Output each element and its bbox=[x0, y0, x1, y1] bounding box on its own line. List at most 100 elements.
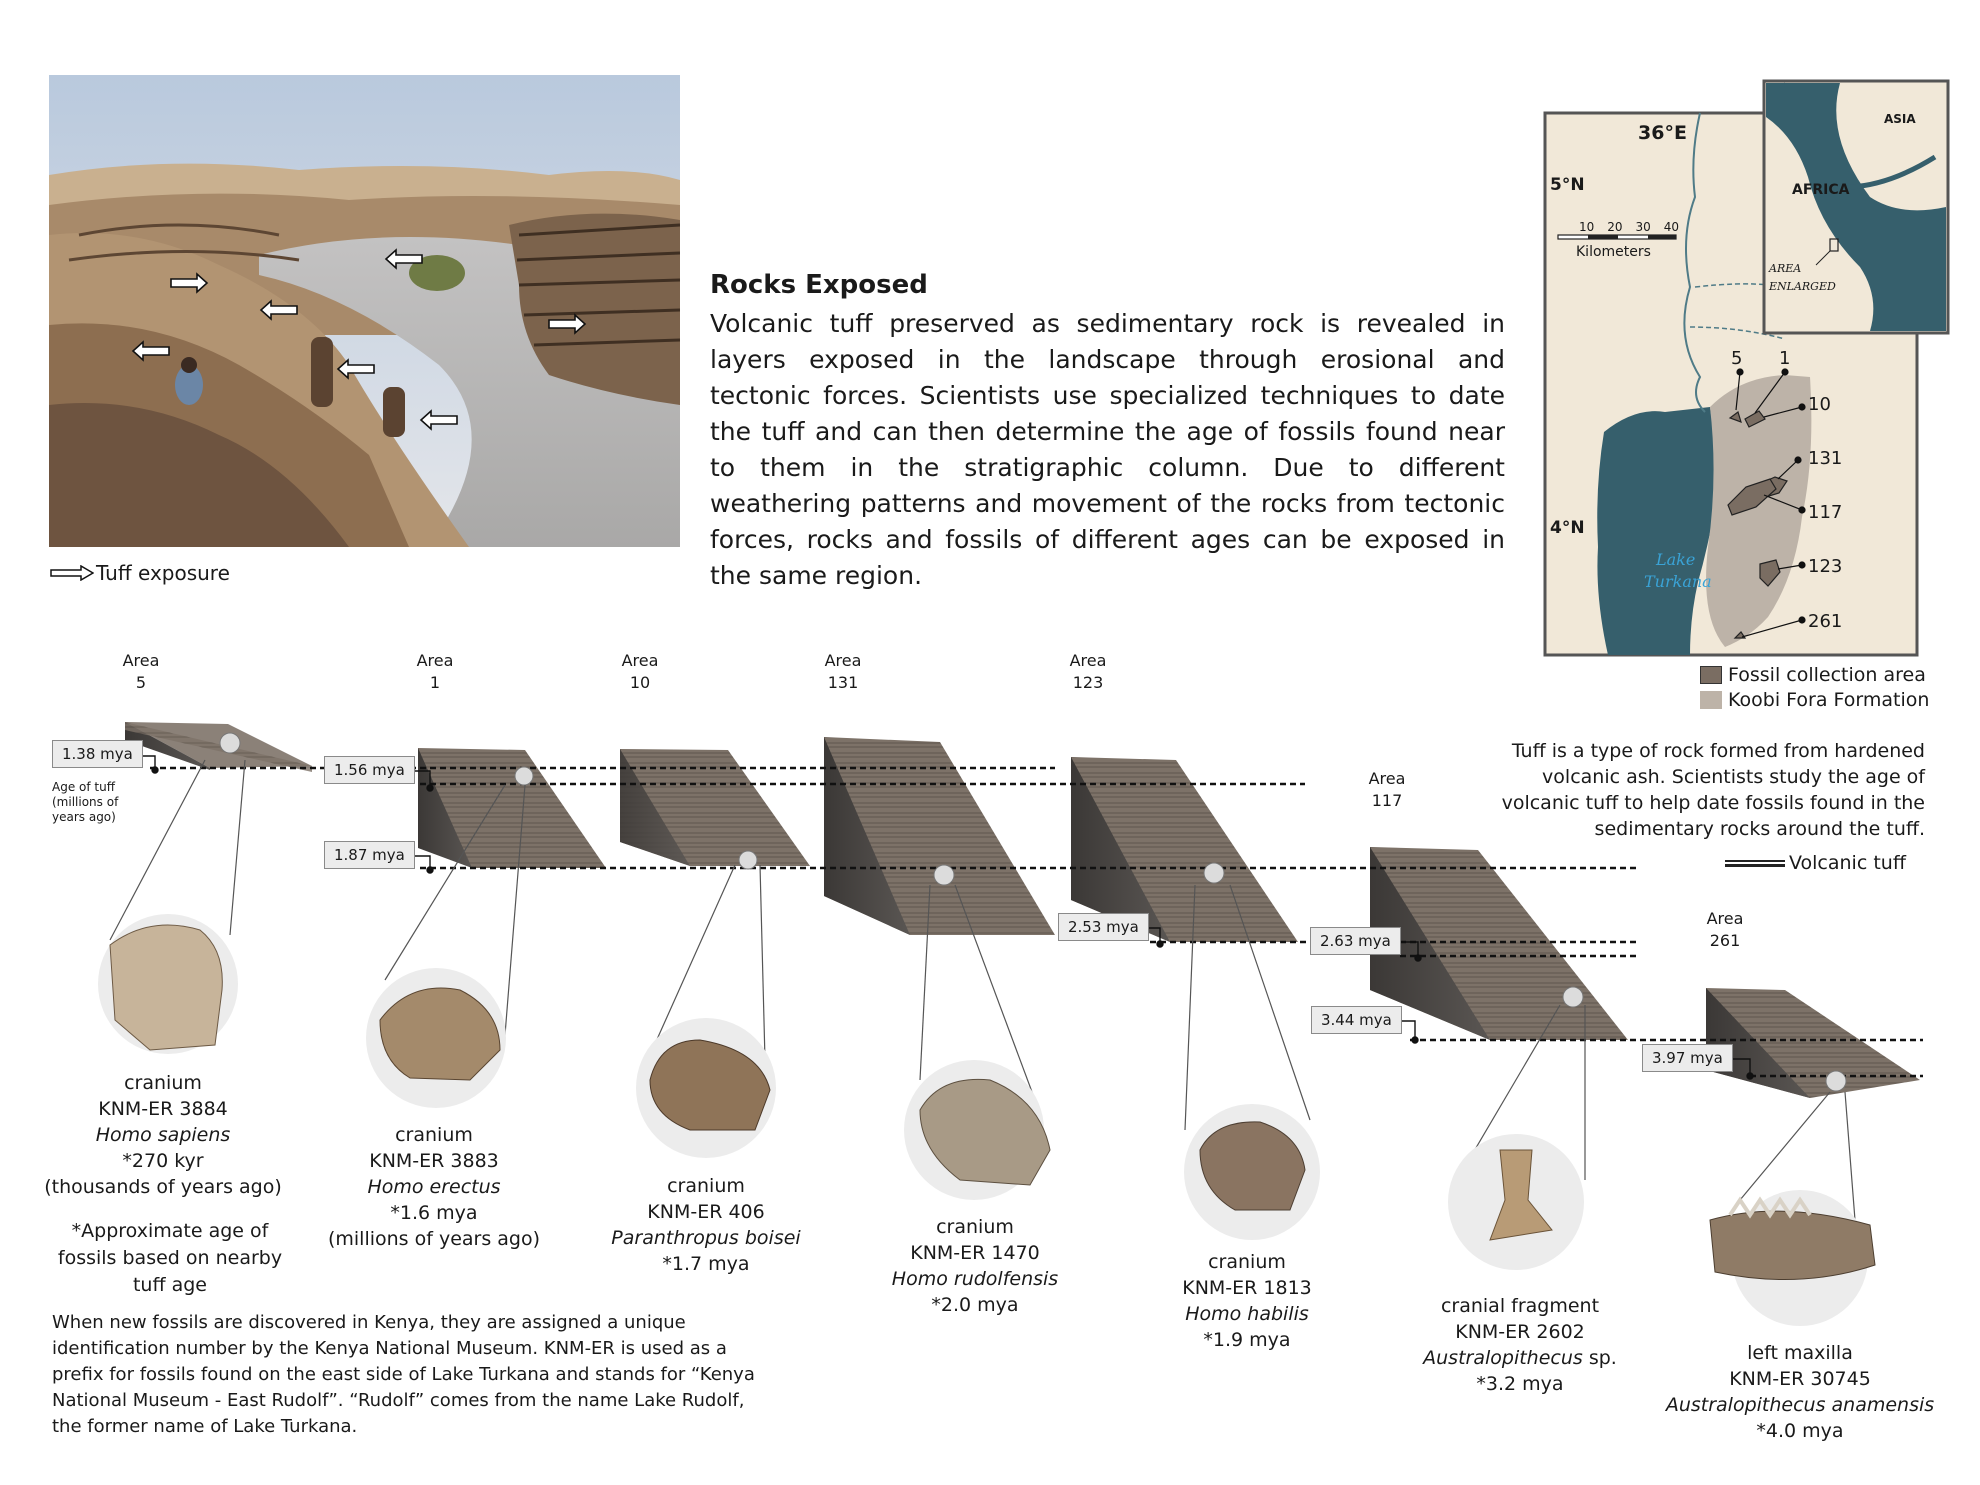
fossil-caption-1470: cranium KNM-ER 1470 Homo rudolfensis *2.… bbox=[845, 1214, 1105, 1318]
fossil-type: left maxilla bbox=[1747, 1342, 1853, 1364]
map-area-1: 1 bbox=[1779, 348, 1791, 369]
fossil-age: *4.0 mya bbox=[1756, 1420, 1844, 1442]
lake-turkana-map bbox=[1543, 79, 1950, 657]
area-word: Area bbox=[1706, 909, 1744, 928]
fossil-type: cranium bbox=[667, 1175, 745, 1197]
fossil-age-unit: (millions of years ago) bbox=[327, 1228, 541, 1250]
map-latitude-4n: 4°N bbox=[1550, 518, 1585, 538]
tuff-age-1-56: 1.56 mya bbox=[324, 756, 415, 784]
approximate-age-note: *Approximate age of fossils based on nea… bbox=[57, 1220, 283, 1296]
fossil-zoom-circles bbox=[98, 914, 1876, 1326]
fossil-id: KNM-ER 2602 bbox=[1455, 1321, 1585, 1343]
map-area-117: 117 bbox=[1808, 502, 1843, 523]
column-area-10 bbox=[620, 749, 810, 866]
map-scale-unit: Kilometers bbox=[1576, 244, 1651, 260]
landscape-illustration bbox=[49, 75, 680, 547]
area-label-10: Area 10 bbox=[600, 650, 680, 694]
legend-collection-label: Fossil collection area bbox=[1728, 664, 1926, 686]
area-word: Area bbox=[824, 651, 862, 670]
area-label-1: Area 1 bbox=[395, 650, 475, 694]
area-label-117: Area 117 bbox=[1347, 768, 1427, 812]
fossil-age: *1.6 mya bbox=[390, 1202, 478, 1224]
tuff-age-3-97: 3.97 mya bbox=[1642, 1044, 1733, 1072]
map-longitude-label: 36°E bbox=[1638, 122, 1687, 144]
fossil-id: KNM-ER 1813 bbox=[1182, 1277, 1312, 1299]
fossil-species: Australopithecus bbox=[1423, 1347, 1583, 1369]
fossil-id: KNM-ER 406 bbox=[647, 1201, 765, 1223]
tuff-exposure-legend: Tuff exposure bbox=[50, 561, 230, 585]
tuff-exposure-label: Tuff exposure bbox=[96, 561, 230, 585]
area-label-131: Area 131 bbox=[803, 650, 883, 694]
rocks-exposed-body: Volcanic tuff preserved as sedimentary r… bbox=[710, 309, 1505, 590]
area-word: Area bbox=[416, 651, 454, 670]
arrow-icon bbox=[50, 565, 94, 581]
map-area-261: 261 bbox=[1808, 611, 1843, 632]
age-of-tuff-label: Age of tuff (millions of years ago) bbox=[52, 780, 119, 824]
fossil-type: cranium bbox=[936, 1216, 1014, 1238]
column-area-117 bbox=[1370, 847, 1628, 1040]
inset-africa-label: AFRICA bbox=[1792, 182, 1850, 198]
area-number: 117 bbox=[1371, 791, 1403, 810]
fossil-type: cranium bbox=[395, 1124, 473, 1146]
fossil-id: KNM-ER 3884 bbox=[98, 1098, 228, 1120]
area-word: Area bbox=[621, 651, 659, 670]
fossil-species: Homo sapiens bbox=[95, 1124, 231, 1146]
fossil-species: Homo rudolfensis bbox=[891, 1268, 1059, 1290]
volcanic-tuff-label: Volcanic tuff bbox=[1789, 852, 1906, 874]
fossil-species: Homo erectus bbox=[367, 1176, 501, 1198]
fossil-species-suffix: sp. bbox=[1582, 1347, 1617, 1369]
fossil-caption-30745: left maxilla KNM-ER 30745 Australopithec… bbox=[1660, 1340, 1940, 1444]
area-number: 5 bbox=[135, 673, 147, 692]
map-area-123: 123 bbox=[1808, 556, 1843, 577]
fossil-caption-3883: cranium KNM-ER 3883 Homo erectus *1.6 my… bbox=[304, 1122, 564, 1252]
fossil-age: *1.9 mya bbox=[1203, 1329, 1291, 1351]
fossil-species: Paranthropus boisei bbox=[611, 1227, 801, 1249]
area-word: Area bbox=[1368, 769, 1406, 788]
fossil-age: *3.2 mya bbox=[1476, 1373, 1564, 1395]
tuff-age-1-38: 1.38 mya bbox=[52, 740, 143, 768]
map-scale-ticks: 10 20 30 40 bbox=[1579, 220, 1679, 234]
fossil-age-unit: (thousands of years ago) bbox=[44, 1176, 282, 1198]
tuff-age-2-63: 2.63 mya bbox=[1310, 927, 1401, 955]
tuff-age-3-44: 3.44 mya bbox=[1311, 1006, 1402, 1034]
area-number: 1 bbox=[429, 673, 441, 692]
area-word: Area bbox=[1069, 651, 1107, 670]
lake-name-1: Lake bbox=[1656, 550, 1696, 569]
legend-koobi-fora: Koobi Fora Formation bbox=[1700, 689, 1929, 711]
fossil-age: *1.7 mya bbox=[662, 1253, 750, 1275]
fossil-id: KNM-ER 1470 bbox=[910, 1242, 1040, 1264]
fossil-id: KNM-ER 30745 bbox=[1729, 1368, 1871, 1390]
map-area-5: 5 bbox=[1731, 348, 1743, 369]
inset-area-label: AREA bbox=[1769, 262, 1802, 275]
tuff-line-icon bbox=[1725, 859, 1785, 867]
fossil-species: Australopithecus anamensis bbox=[1665, 1394, 1935, 1416]
scale-tick: 20 bbox=[1607, 220, 1623, 234]
legend-fossil-collection: Fossil collection area bbox=[1700, 664, 1926, 686]
formation-swatch bbox=[1700, 691, 1722, 709]
inset-enlarged-label: ENLARGED bbox=[1769, 280, 1836, 293]
scale-tick: 40 bbox=[1663, 220, 1679, 234]
scale-tick: 30 bbox=[1635, 220, 1651, 234]
fossil-age: *2.0 mya bbox=[931, 1294, 1019, 1316]
fossil-type: cranium bbox=[1208, 1251, 1286, 1273]
column-area-261 bbox=[1706, 988, 1920, 1098]
tuff-definition: Tuff is a type of rock formed from harde… bbox=[1501, 740, 1925, 840]
area-word: Area bbox=[122, 651, 160, 670]
lake-name-2: Turkana bbox=[1644, 572, 1712, 591]
tuff-age-2-53: 2.53 mya bbox=[1058, 913, 1149, 941]
fossil-caption-1813: cranium KNM-ER 1813 Homo habilis *1.9 my… bbox=[1117, 1249, 1377, 1353]
area-number: 123 bbox=[1072, 673, 1104, 692]
area-label-123: Area 123 bbox=[1048, 650, 1128, 694]
volcanic-tuff-legend: Volcanic tuff bbox=[1725, 852, 1906, 874]
area-number: 10 bbox=[629, 673, 651, 692]
scale-tick: 10 bbox=[1579, 220, 1595, 234]
column-area-5 bbox=[125, 722, 312, 772]
column-area-123 bbox=[1071, 757, 1298, 942]
legend-formation-label: Koobi Fora Formation bbox=[1728, 689, 1930, 711]
map-area-131: 131 bbox=[1808, 448, 1843, 469]
area-label-261: Area 261 bbox=[1685, 908, 1765, 952]
fossil-species: Homo habilis bbox=[1185, 1303, 1309, 1325]
map-area-10: 10 bbox=[1808, 394, 1831, 415]
kenya-naming-note: When new fossils are discovered in Kenya… bbox=[52, 1312, 755, 1437]
collection-swatch bbox=[1700, 666, 1722, 684]
